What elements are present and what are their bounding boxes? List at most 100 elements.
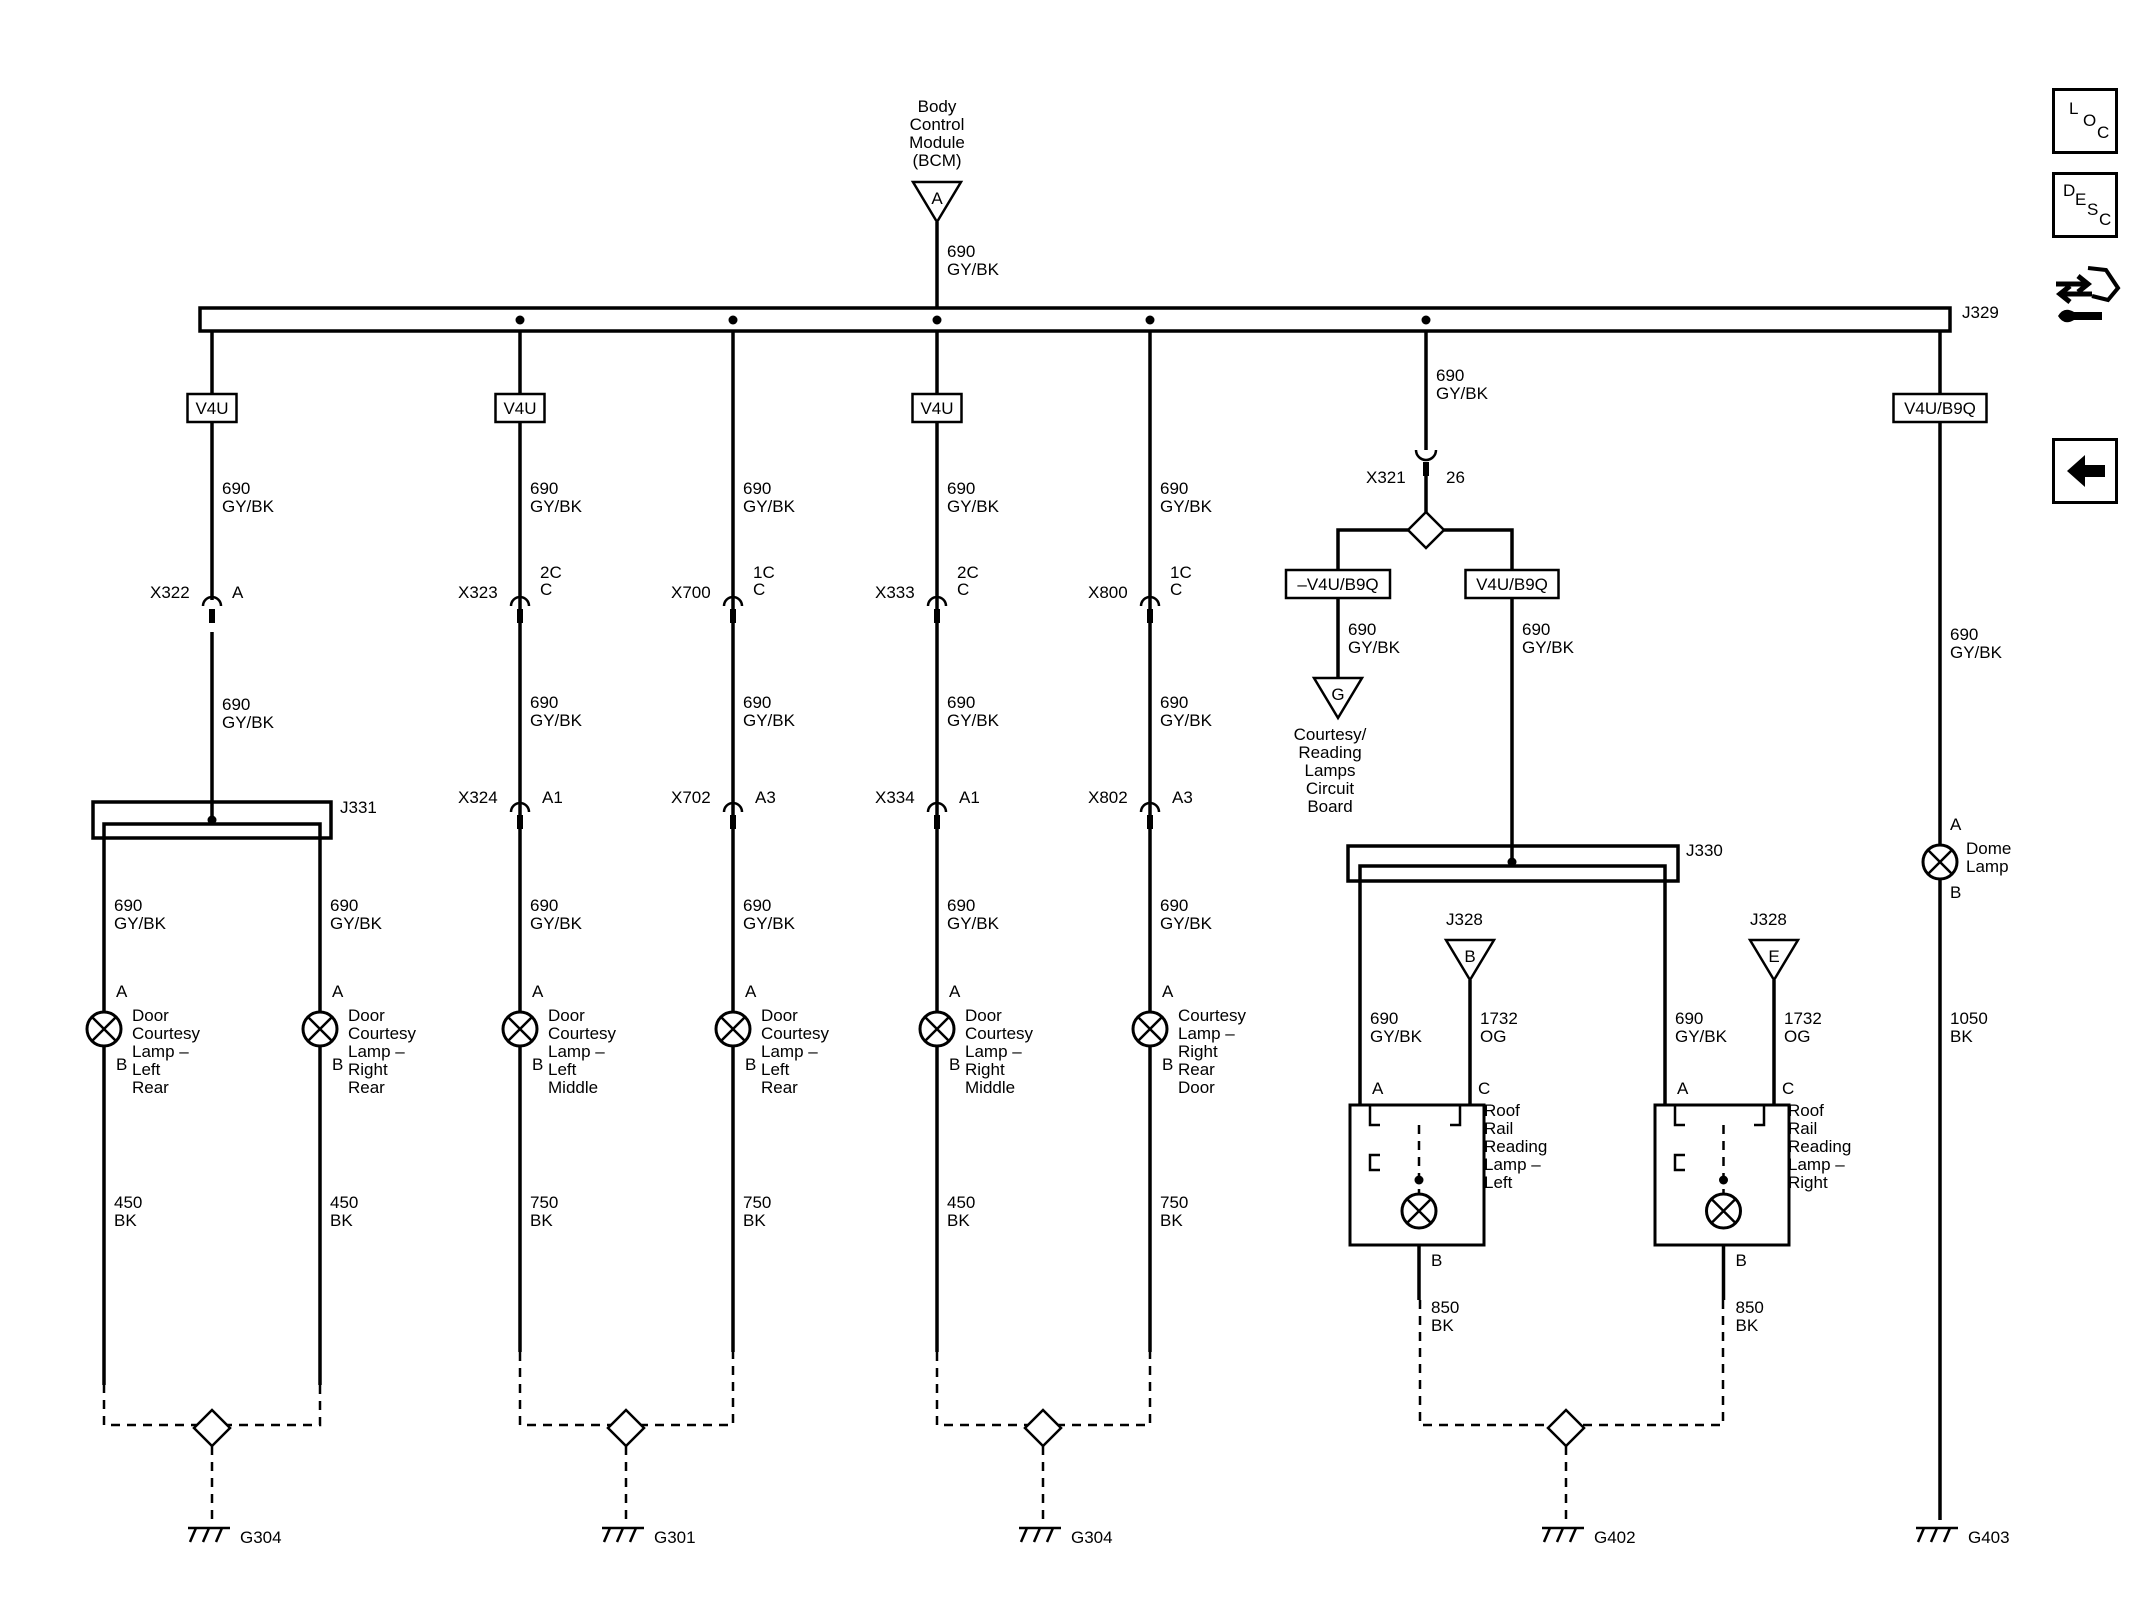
bcm-feed-wire-label-line: GY/BK	[947, 260, 1000, 279]
lamp-label-line: Lamp –	[965, 1042, 1022, 1061]
bottom-connector-socket	[722, 801, 744, 813]
loc-button[interactable]: L O C	[2052, 88, 2118, 154]
col1-wire-label2-line: GY/BK	[222, 713, 275, 732]
lamp-label-line: Left	[132, 1060, 161, 1079]
column-wire-label-line: 690	[1160, 479, 1188, 498]
reading-pin-c: C	[1782, 1079, 1794, 1098]
reading-lamp-terminals	[1673, 1105, 1766, 1127]
mid-wire-label-line: 690	[743, 693, 771, 712]
j330-junction-dot	[1507, 857, 1517, 867]
mid-wire-label-line: 690	[530, 693, 558, 712]
reading-pin-b: B	[1431, 1251, 1442, 1270]
reading-lamp-cross	[1710, 1198, 1737, 1224]
bottom-connector-socket	[1139, 801, 1161, 813]
bottom-connector-pin: A3	[1172, 788, 1193, 807]
lamp-label-line: Lamp –	[132, 1042, 189, 1061]
desc-letter-e: E	[2075, 190, 2087, 209]
x321-pin	[1423, 462, 1429, 476]
mid-wire-label-line: 690	[1160, 693, 1188, 712]
board-label-line: Reading	[1298, 743, 1361, 762]
j331-splice-bar	[91, 800, 333, 840]
g304b-ground-symbol	[1019, 1526, 1061, 1543]
back-arrow-icon[interactable]	[2052, 438, 2118, 504]
board-connector-triangle	[1311, 676, 1365, 721]
lamp-label-line: Courtesy	[132, 1024, 201, 1043]
column-wire-label-line: GY/BK	[1160, 497, 1213, 516]
dome-lamp-label-line: Lamp	[1966, 857, 2009, 876]
lamp-ground-wire-label-line: BK	[530, 1211, 553, 1230]
bottom-connector-pin: A1	[542, 788, 563, 807]
board-wire-label-line: 690	[1348, 620, 1376, 639]
loc-letter-o: O	[2083, 111, 2097, 130]
reading-lamp-label-line: Left	[1484, 1173, 1513, 1192]
lamp-feed-label-line: 690	[114, 896, 142, 915]
col1-wire-label-line: GY/BK	[222, 497, 275, 516]
dome-feed-label-line: 690	[1950, 625, 1978, 644]
reading-lamp-switch	[1368, 1153, 1380, 1172]
bcm-label-line: Module	[909, 133, 965, 152]
j328-label: J328	[1446, 910, 1483, 929]
x321-splice	[1406, 510, 1446, 550]
lamp-ground-wire-label-line: BK	[114, 1211, 137, 1230]
connector-pin-icon[interactable]	[2052, 258, 2124, 332]
reading-pin-c: C	[1478, 1079, 1490, 1098]
lamp-feed-label-line: 690	[743, 896, 771, 915]
lamp-label-line: Rear	[348, 1078, 385, 1097]
mid-wire-label-line: 690	[947, 693, 975, 712]
reading-lamp-cross	[1406, 1198, 1432, 1224]
column-wire-label-line: 690	[530, 479, 558, 498]
lamp-pin-b: B	[1162, 1055, 1173, 1074]
lamp-pin-b: B	[745, 1055, 756, 1074]
lamp-ground-wire-label-line: 750	[743, 1193, 771, 1212]
lamp-ground-wire-label-line: 750	[1160, 1193, 1188, 1212]
g403-label: G403	[1968, 1528, 2010, 1547]
top-connector-pin	[934, 609, 940, 623]
x321-branch-wires	[1336, 528, 1514, 580]
reading-pin-a: A	[1677, 1079, 1689, 1098]
reading-lamp-label-line: Roof	[1484, 1101, 1520, 1120]
dome-pin-b: B	[1950, 883, 1961, 902]
x321-feed-wire-label-line: 690	[1436, 366, 1464, 385]
column-option-box	[494, 392, 546, 424]
reading-lamp-terminals	[1368, 1105, 1462, 1127]
reading-lamp-label-line: Reading	[1484, 1137, 1547, 1156]
j328-connector-triangle	[1443, 938, 1497, 983]
j328-connector-pin: B	[1464, 947, 1475, 966]
reading-option-label: V4U/B9Q	[1476, 575, 1548, 594]
col1-wire-label2-line: 690	[222, 695, 250, 714]
j330-branch-wires	[1358, 864, 1667, 1105]
j328-label: J328	[1750, 910, 1787, 929]
j330-splice-bar	[1346, 844, 1680, 883]
lamp-ground-wire-label-line: 450	[330, 1193, 358, 1212]
x321-socket	[1414, 449, 1438, 462]
g304b-label: G304	[1071, 1528, 1113, 1547]
bcm-connector-triangle	[910, 180, 964, 225]
board-label-line: Lamps	[1304, 761, 1355, 780]
reading-lamp-label-line: Rail	[1788, 1119, 1817, 1138]
desc-letter-c: C	[2099, 210, 2112, 229]
dome-option-label: V4U/B9Q	[1904, 399, 1976, 418]
x322-connector-socket	[201, 595, 223, 607]
desc-button[interactable]: D E S C	[2052, 172, 2118, 238]
reading-feed-wire-label-line: 690	[1522, 620, 1550, 639]
lamp-feed-label-line: GY/BK	[743, 914, 796, 933]
courtesy-lamp-cross	[91, 1016, 117, 1042]
lamp-feed-label-line: GY/BK	[1160, 914, 1213, 933]
desc-letter-d: D	[2063, 181, 2076, 200]
dome-pin-a: A	[1950, 815, 1962, 834]
top-connector-pin-line: 2C	[957, 563, 979, 582]
lamp-ground-wire-label-line: 450	[947, 1193, 975, 1212]
lamp-label-line: Lamp –	[761, 1042, 818, 1061]
top-connector-pin	[1147, 609, 1153, 623]
lamp-feed-label-line: 690	[1160, 896, 1188, 915]
j331-label: J331	[340, 798, 377, 817]
board-label-line: Board	[1307, 797, 1352, 816]
lamp-pin-b: B	[949, 1055, 960, 1074]
reading-feed-wire-label-line: GY/BK	[1522, 638, 1575, 657]
bus-junction-dot	[728, 315, 738, 325]
reading-ground-wire-label-line: BK	[1431, 1316, 1454, 1335]
column-wire-label-line: 690	[743, 479, 771, 498]
lamp-label-line: Courtesy	[1178, 1006, 1247, 1025]
lamp-ground-wire-label-line: BK	[1160, 1211, 1183, 1230]
x321-feed-wire-label-line: GY/BK	[1436, 384, 1489, 403]
